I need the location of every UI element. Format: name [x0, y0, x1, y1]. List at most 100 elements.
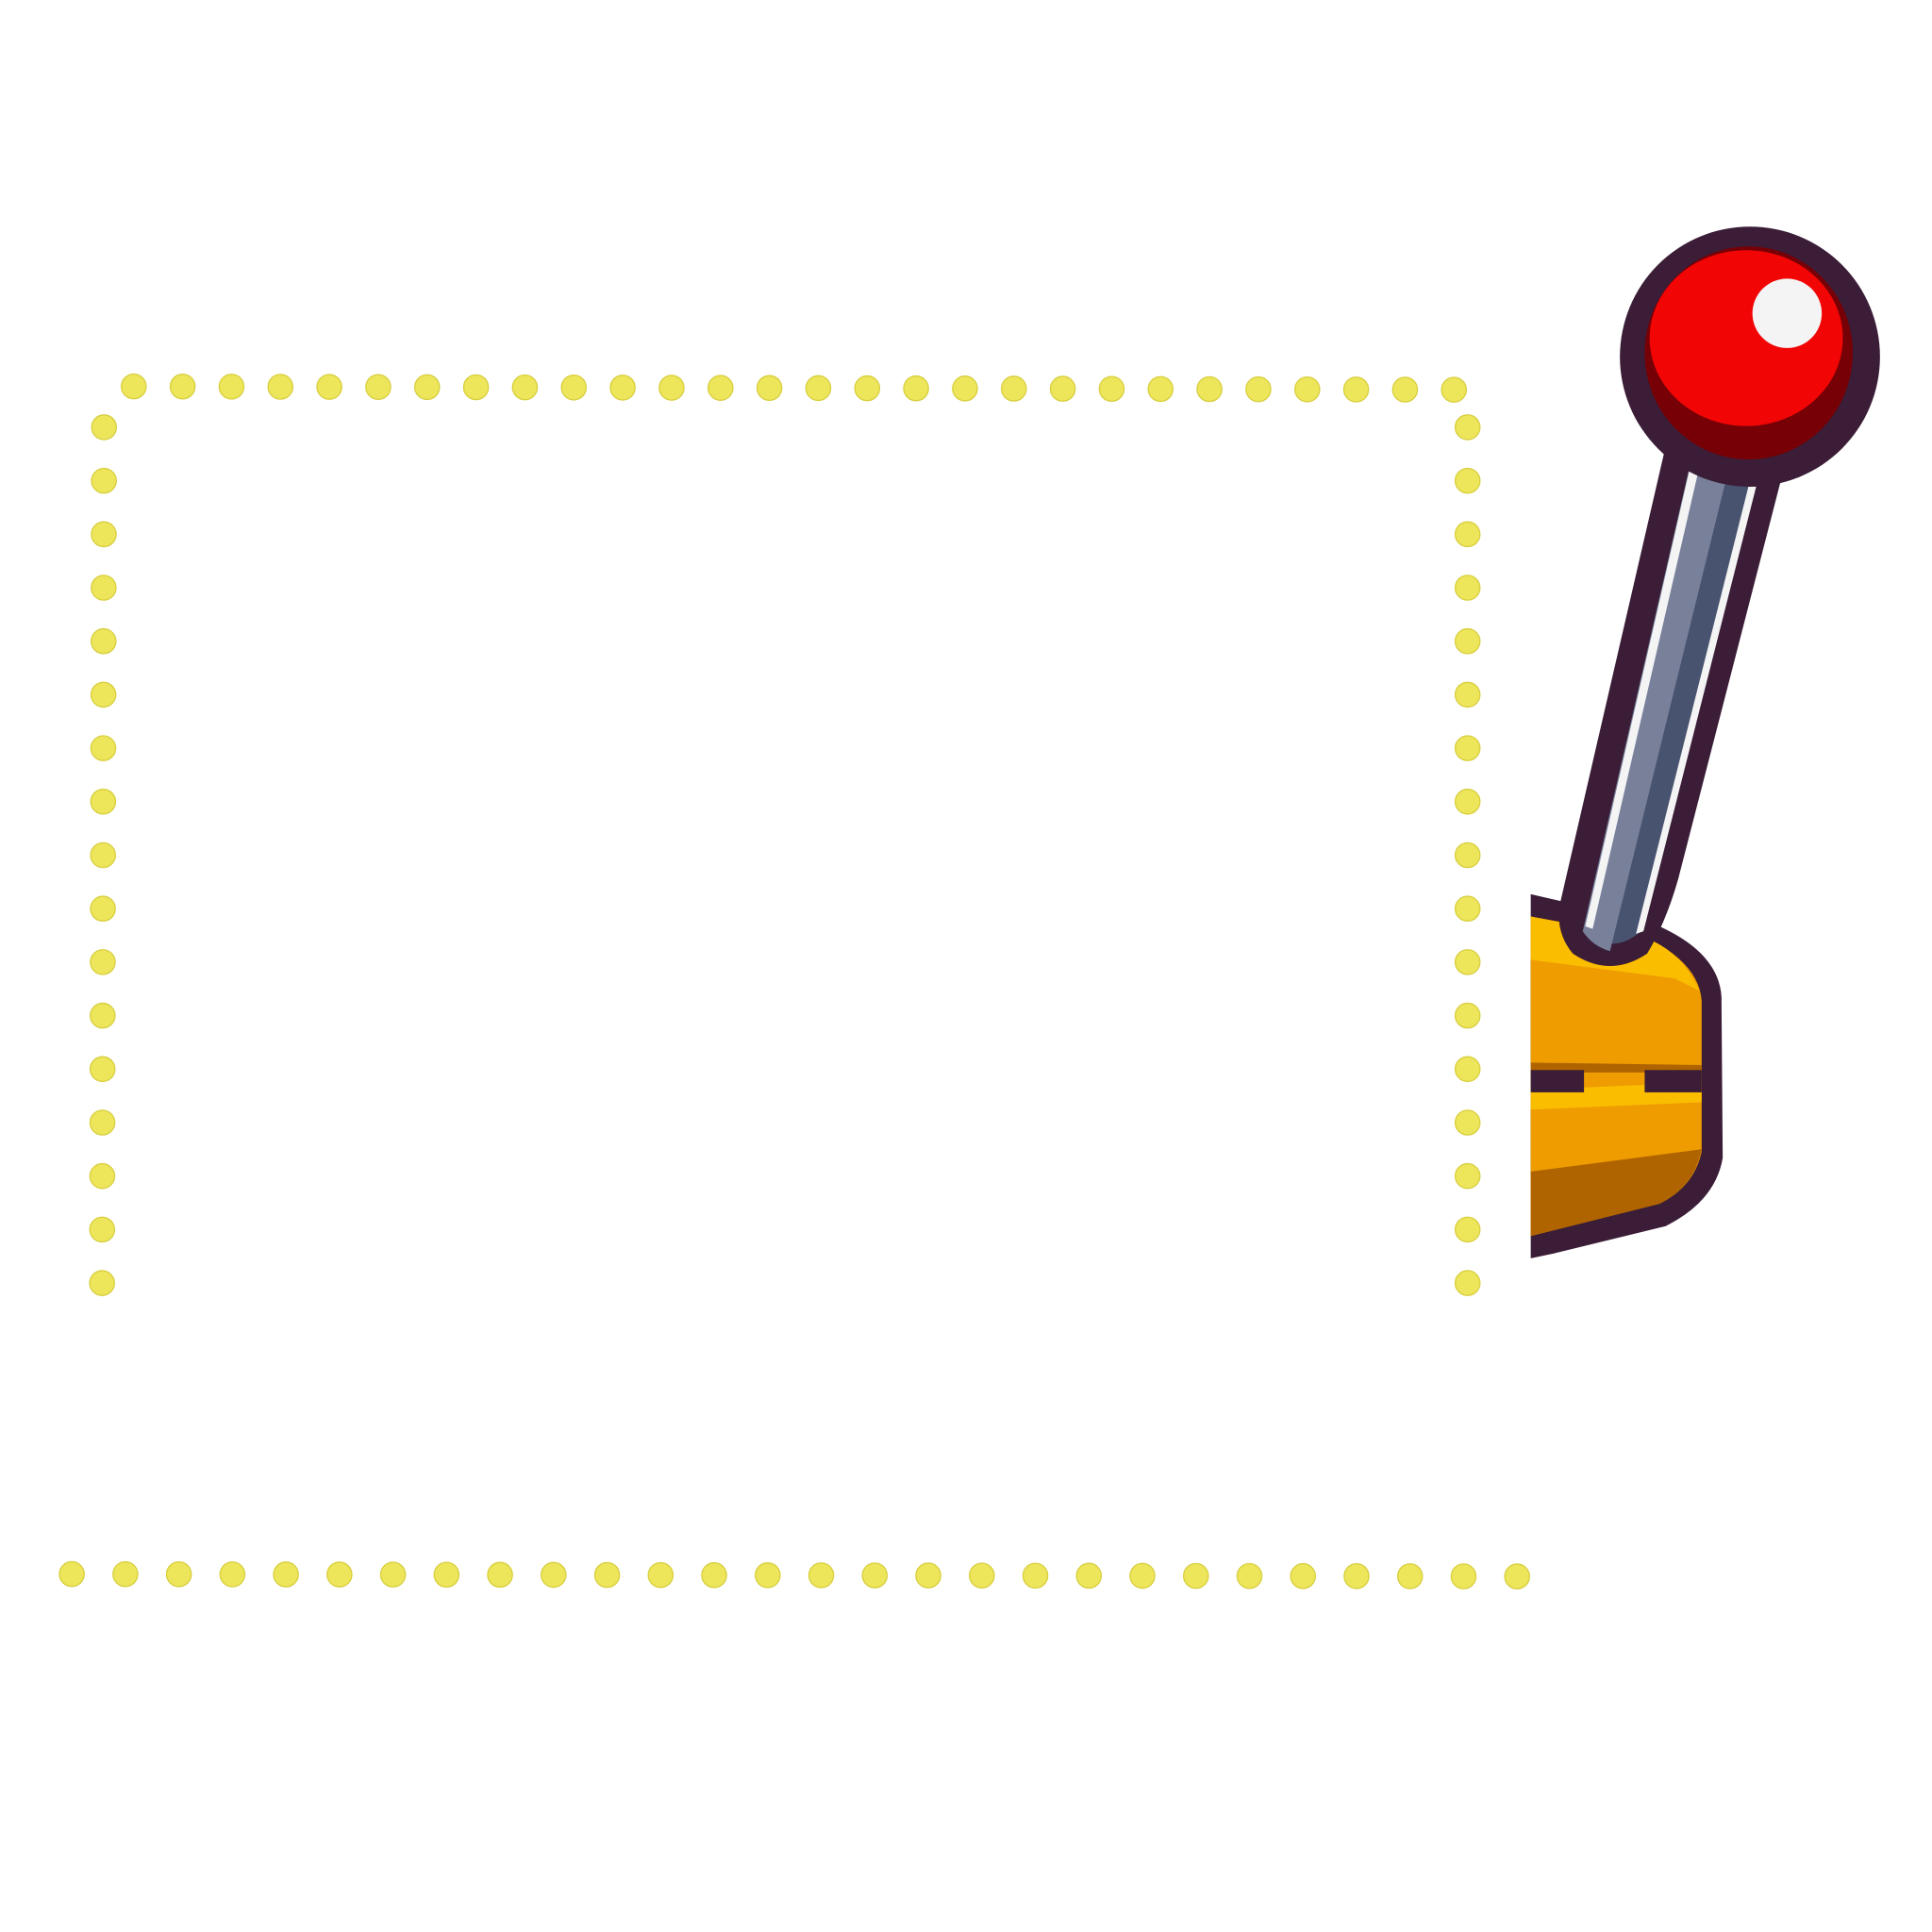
frame-dot-bottom [433, 1561, 460, 1589]
slot-machine-lever[interactable] [1530, 226, 1880, 1258]
frame-dot-top [560, 374, 588, 401]
frame-dot-left [90, 841, 117, 869]
frame-dot-top [121, 373, 147, 400]
frame-dot-bottom [58, 1560, 85, 1588]
frame-dot-bottom [487, 1561, 513, 1589]
frame-dot-top [316, 374, 342, 400]
frame-dot-bottom [1236, 1562, 1263, 1590]
frame-dot-bottom [647, 1561, 675, 1589]
frame-dot-top [218, 374, 245, 400]
frame-dot-top [854, 375, 881, 402]
frame-dot-bottom [379, 1561, 407, 1588]
frame-dot-bottom [915, 1562, 941, 1589]
frame-dot-bottom [593, 1561, 621, 1589]
frame-dot-top [1147, 375, 1174, 403]
lever-shaft-shine [1585, 470, 1698, 929]
frame-dot-bottom [1075, 1562, 1103, 1590]
frame-dot-top [1196, 375, 1223, 403]
frame-dot-top [1293, 375, 1321, 403]
frame-dot-top [707, 375, 734, 401]
frame-dot-right [1454, 841, 1481, 869]
frame-dot-bottom [755, 1562, 781, 1589]
frame-dot-bottom [861, 1562, 889, 1589]
frame-dot-left [91, 467, 117, 494]
frame-dot-top [1098, 375, 1125, 403]
frame-dot-bottom [541, 1561, 567, 1589]
frame-dot-left [90, 789, 117, 815]
frame-dot-left [91, 521, 117, 548]
dotted-frame [58, 373, 1530, 1590]
frame-dot-bottom [701, 1561, 727, 1589]
frame-dot-top [1342, 376, 1370, 403]
frame-dot-left [90, 895, 116, 922]
frame-dot-top [1049, 375, 1076, 402]
frame-dot-top [169, 373, 196, 400]
frame-dot-left [90, 949, 116, 975]
frame-dot-top [462, 374, 490, 401]
frame-dot-bottom [1396, 1563, 1424, 1590]
frame-dot-bottom [808, 1562, 835, 1589]
frame-dot-right [1454, 949, 1481, 975]
frame-dot-top [952, 375, 978, 402]
frame-dot-right [1454, 1002, 1481, 1029]
frame-dot-left [89, 1270, 115, 1296]
frame-dot-right [1454, 895, 1481, 922]
frame-dot-bottom [165, 1560, 192, 1588]
frame-dot-bottom [219, 1561, 246, 1588]
lever-shaft-light [1582, 468, 1727, 952]
lever-knob-highlight-icon [1752, 278, 1823, 348]
lever-base-slot-right [1644, 1070, 1702, 1092]
frame-dot-right [1454, 467, 1481, 494]
frame-dot-top [609, 375, 636, 401]
frame-dot-bottom [968, 1562, 995, 1589]
frame-dot-top [365, 374, 391, 401]
lever-base-slot-left [1530, 1070, 1585, 1092]
frame-dot-top [1391, 376, 1419, 403]
frame-dot-right [1454, 627, 1481, 655]
frame-dot-left [90, 735, 117, 761]
frame-dot-left [91, 575, 117, 601]
frame-dot-left [90, 681, 117, 708]
frame-dot-right [1454, 575, 1481, 601]
frame-dot-bottom [326, 1561, 353, 1588]
frame-dot-left [89, 1216, 116, 1243]
frame-dot-bottom [1022, 1562, 1049, 1590]
frame-dot-bottom [1504, 1563, 1530, 1590]
frame-dot-bottom [1343, 1563, 1370, 1590]
frame-dot-top [1245, 375, 1272, 403]
frame-dot-top [903, 375, 929, 402]
frame-dot-bottom [112, 1560, 139, 1588]
frame-dot-right [1454, 1109, 1481, 1136]
frame-dot-top [1441, 376, 1468, 403]
frame-dot-right [1454, 681, 1481, 708]
frame-dot-bottom [1182, 1562, 1209, 1590]
frame-dot-top [805, 375, 832, 402]
frame-dot-right [1454, 521, 1481, 548]
frame-dot-left [89, 1162, 116, 1190]
frame-dot-bottom [1290, 1562, 1317, 1590]
frame-dot-left [90, 627, 117, 655]
frame-dot-right [1454, 735, 1481, 761]
frame-dot-right [1454, 789, 1481, 815]
frame-dot-left [89, 1109, 116, 1136]
frame-dot-left [91, 414, 118, 441]
frame-dot-left [90, 1002, 116, 1029]
frame-dot-right [1454, 1056, 1481, 1083]
lever-base-shadow [1530, 1149, 1702, 1237]
frame-dot-right [1454, 414, 1481, 441]
frame-dot-top [511, 374, 539, 401]
frame-dot-top [1000, 375, 1027, 402]
frame-dot-top [756, 375, 783, 402]
lever-knob[interactable] [1649, 250, 1843, 426]
frame-dot-right [1454, 1216, 1481, 1243]
frame-dot-bottom [1450, 1563, 1477, 1590]
frame-dot-right [1454, 1162, 1481, 1190]
lever-shaft-shine-right [1636, 485, 1757, 934]
frame-dot-top [413, 374, 441, 401]
frame-dot-bottom [273, 1561, 299, 1588]
frame-dot-bottom [1129, 1562, 1156, 1590]
frame-dot-right [1454, 1270, 1481, 1296]
frame-dot-left [89, 1056, 116, 1083]
frame-dot-top [267, 374, 294, 400]
